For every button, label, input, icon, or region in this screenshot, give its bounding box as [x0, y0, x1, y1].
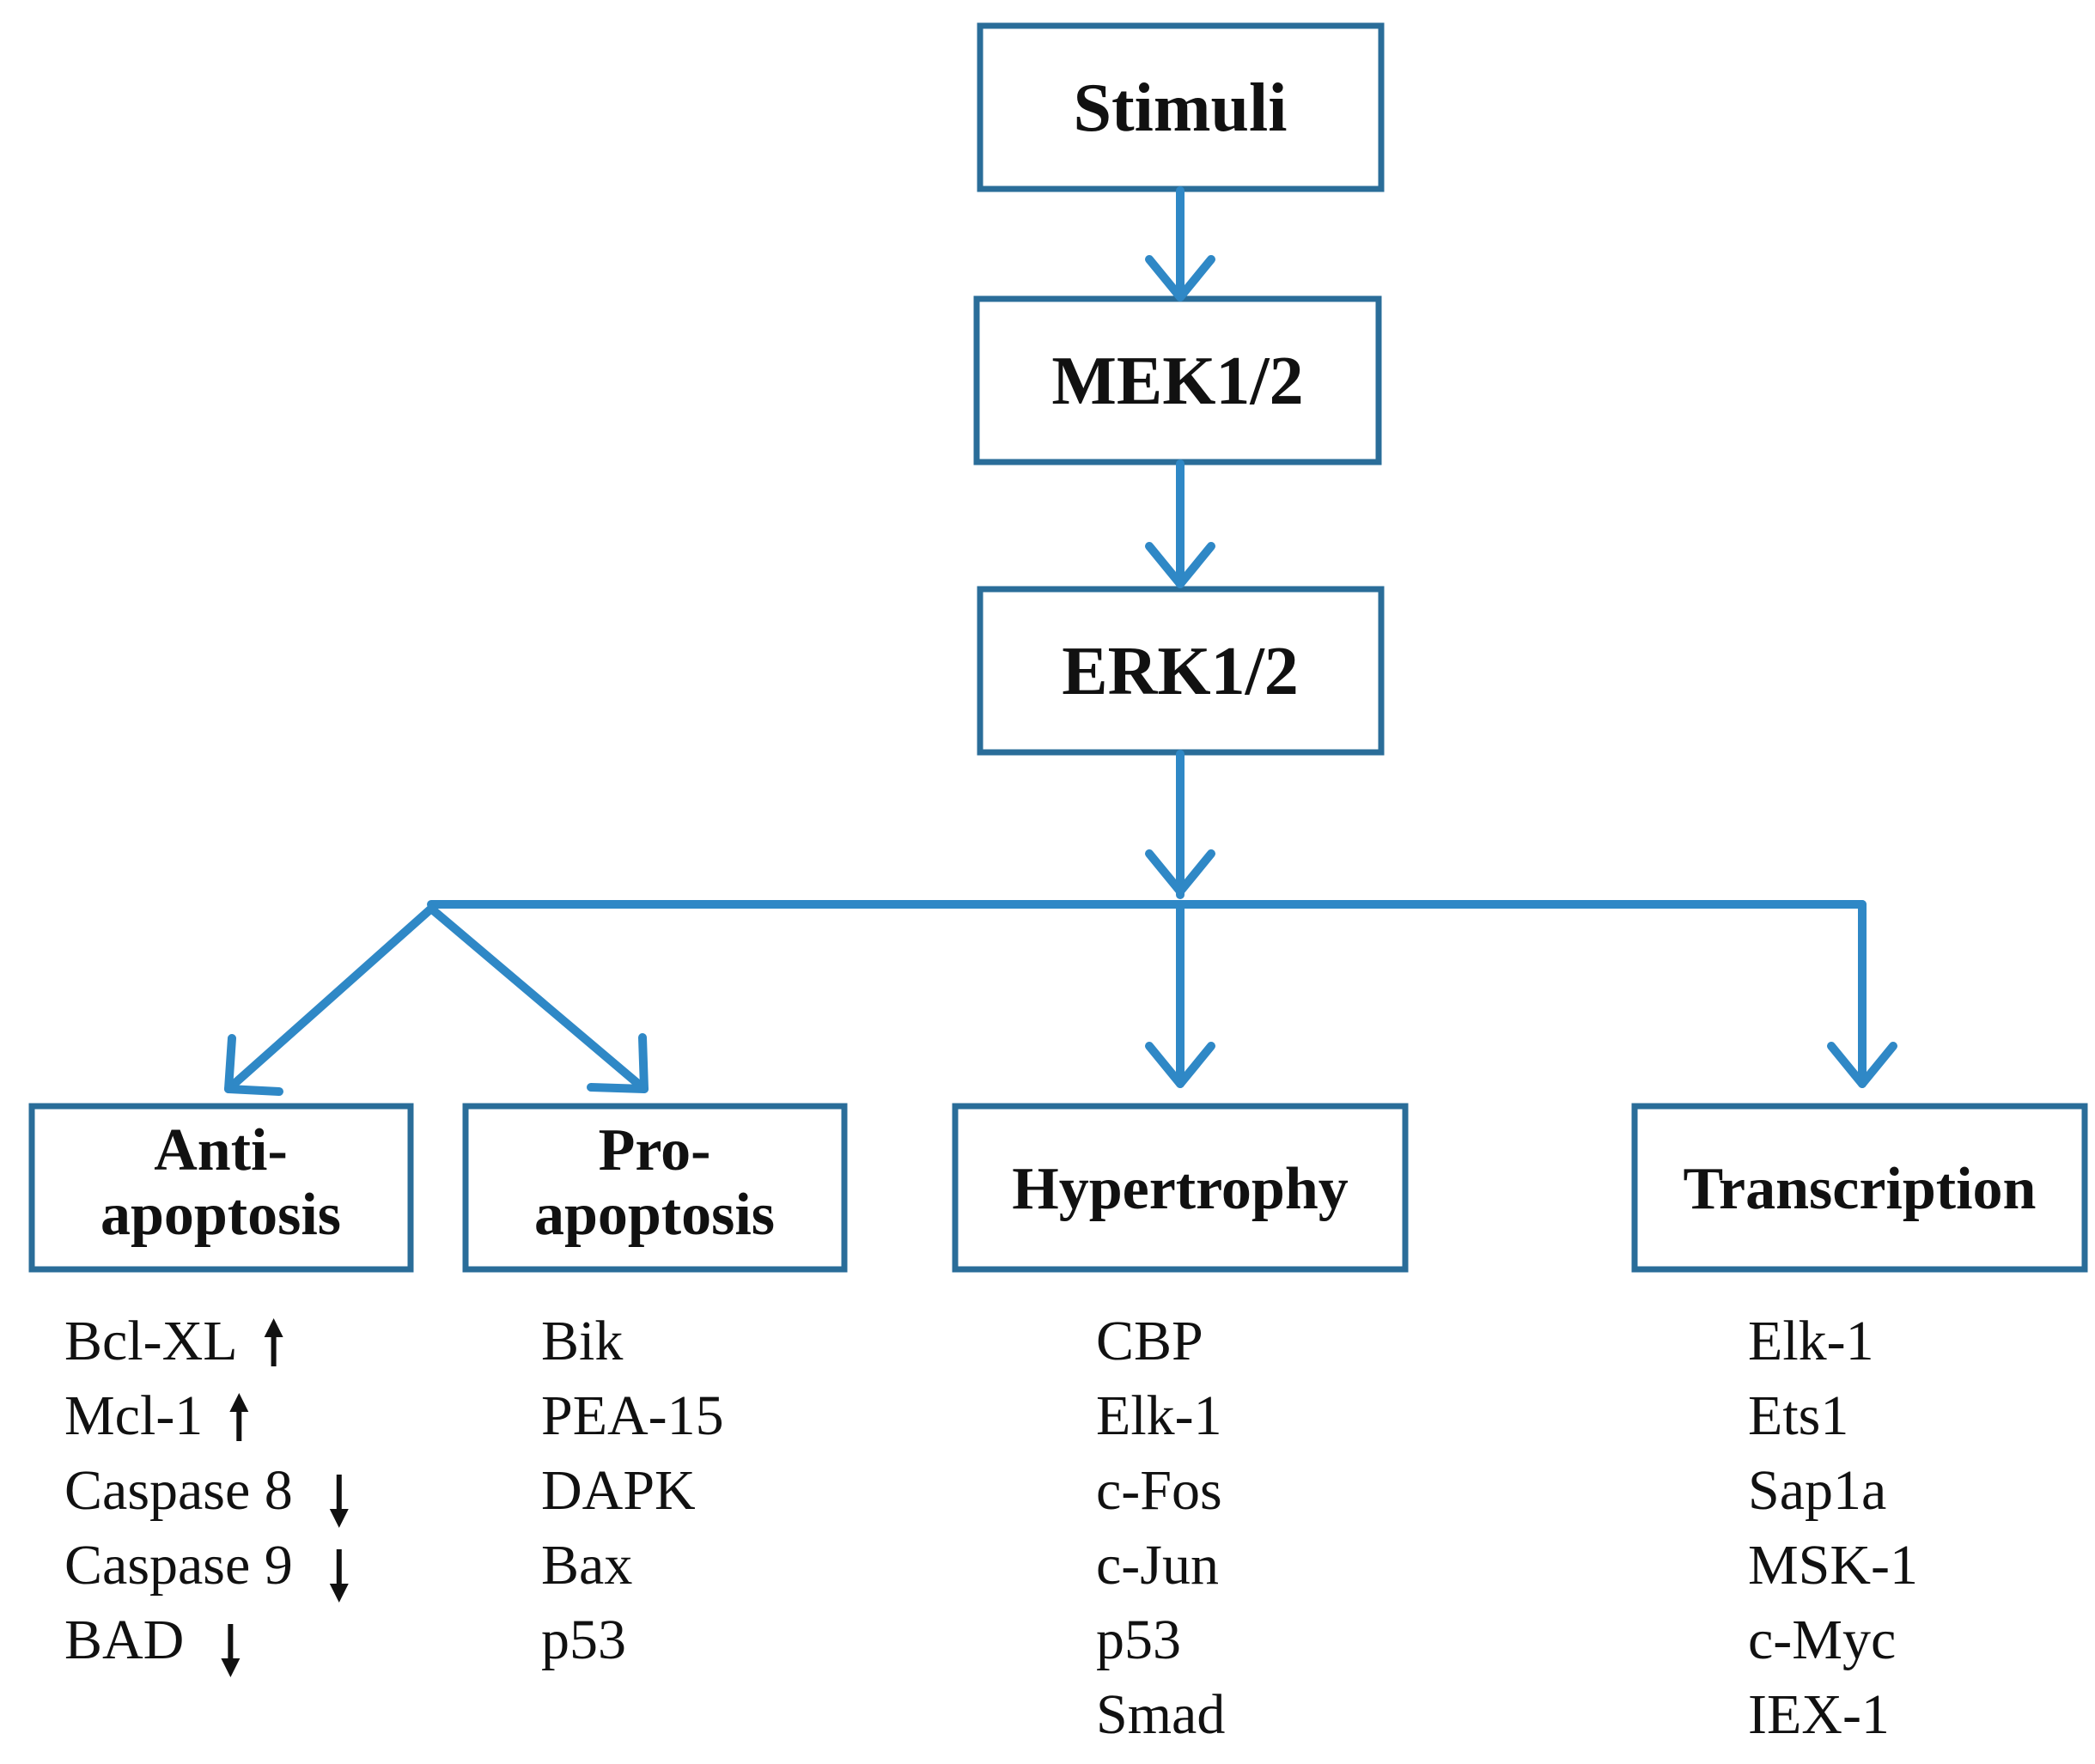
list-item: p53	[1096, 1609, 1181, 1671]
anti-apoptosis-node: Anti- apoptosis	[28, 1103, 414, 1273]
erk-label: ERK1/2	[1062, 634, 1299, 709]
transcription-label: Transcription	[1684, 1156, 2037, 1222]
list-item: Mcl-1	[64, 1384, 203, 1447]
down-arrow-icon	[221, 1624, 241, 1677]
stimuli-label: Stimuli	[1074, 70, 1288, 146]
arrow-stimuli-to-mek	[1145, 186, 1215, 301]
list-item: MSK-1	[1748, 1534, 1918, 1597]
down-arrow-icon	[329, 1475, 349, 1528]
arrow-erk-to-branch	[1145, 750, 1215, 899]
list-item: Ets1	[1748, 1384, 1848, 1447]
anti-apoptosis-label-line2: apoptosis	[100, 1182, 341, 1248]
up-arrow-icon	[264, 1318, 283, 1366]
list-item: BAD	[64, 1609, 184, 1671]
stimuli-node: Stimuli	[977, 22, 1385, 192]
list-item: Smad	[1096, 1683, 1225, 1746]
list-item: Caspase 8	[64, 1459, 293, 1522]
list-item: p53	[541, 1609, 626, 1671]
mek-label: MEK1/2	[1051, 344, 1303, 419]
transcription-node: Transcription	[1631, 1103, 2088, 1273]
arrow-to-anti-apoptosis	[224, 904, 435, 1096]
list-item: PEA-15	[541, 1384, 724, 1447]
down-arrow-icon	[329, 1549, 349, 1603]
up-arrow-icon	[229, 1393, 249, 1441]
list-item: Elk-1	[1096, 1384, 1222, 1447]
list-item: DAPK	[541, 1459, 696, 1522]
list-item: CBP	[1096, 1310, 1203, 1372]
list-item: c-Fos	[1096, 1459, 1222, 1522]
arrow-mek-to-erk	[1145, 459, 1215, 588]
pro-apoptosis-label-line2: apoptosis	[534, 1182, 775, 1248]
hypertrophy-label: Hypertrophy	[1012, 1156, 1349, 1222]
list-item: Bax	[541, 1534, 632, 1597]
anti-apoptosis-label-line1: Anti-	[154, 1117, 288, 1183]
list-item: Caspase 9	[64, 1534, 293, 1597]
list-item: Sap1a	[1748, 1459, 1886, 1522]
list-item: Elk-1	[1748, 1310, 1874, 1372]
list-item: Bcl-XL	[64, 1310, 238, 1372]
arrow-to-pro-apoptosis	[427, 904, 649, 1093]
arrow-to-hypertrophy	[1145, 900, 1215, 1088]
list-item: Bik	[541, 1310, 623, 1372]
arrow-to-transcription	[1827, 900, 1897, 1088]
erk-node: ERK1/2	[977, 586, 1385, 756]
hypertrophy-node: Hypertrophy	[952, 1103, 1409, 1273]
list-item: c-Myc	[1748, 1609, 1896, 1671]
pro-apoptosis-label-line1: Pro-	[599, 1117, 711, 1183]
mek-node: MEK1/2	[973, 295, 1382, 465]
list-item: c-Jun	[1096, 1534, 1219, 1597]
list-item: IEX-1	[1748, 1683, 1890, 1746]
pro-apoptosis-node: Pro- apoptosis	[462, 1103, 848, 1273]
